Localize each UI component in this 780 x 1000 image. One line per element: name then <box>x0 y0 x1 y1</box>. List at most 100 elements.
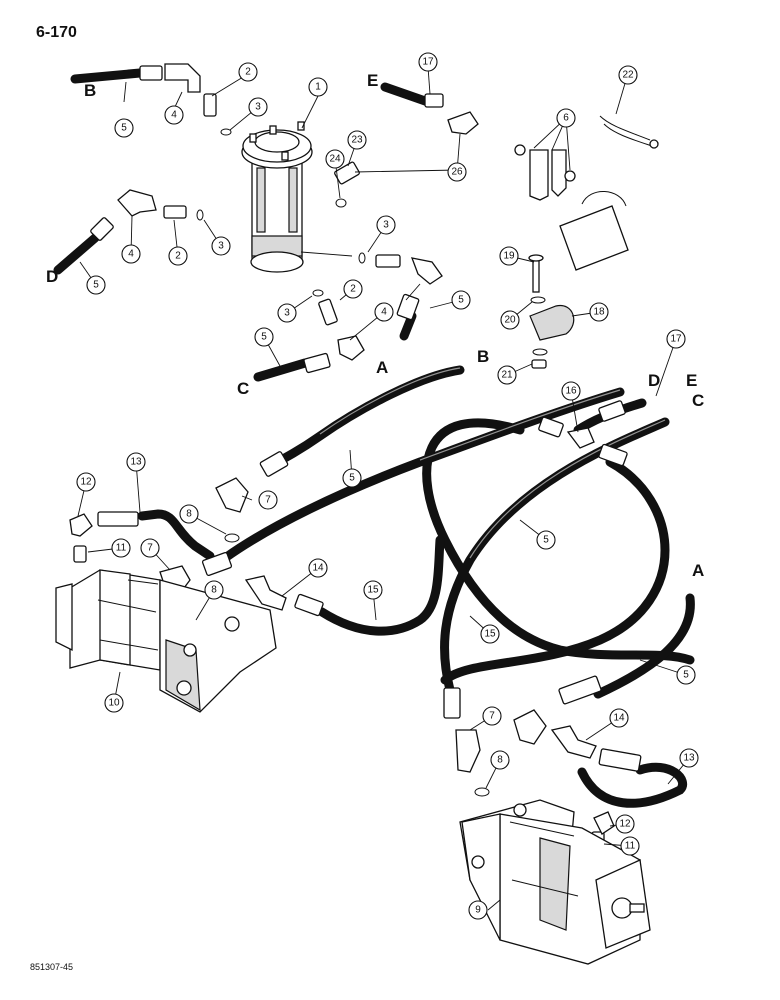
callout-1: 1 <box>308 77 328 97</box>
callout-8-bottom: 8 <box>490 750 510 770</box>
svg-text:2: 2 <box>175 251 181 262</box>
letter-b-right: B <box>477 347 489 366</box>
callout-2-left: 2 <box>168 246 188 266</box>
letter-e-top: E <box>367 71 378 90</box>
mounting-bracket <box>514 144 629 271</box>
fittings <box>69 63 642 853</box>
clamp <box>528 254 575 369</box>
callout-15-left: 15 <box>363 580 383 600</box>
svg-text:7: 7 <box>147 543 153 554</box>
callout-3-right: 3 <box>376 215 396 235</box>
svg-text:20: 20 <box>504 315 516 326</box>
callout-10: 10 <box>104 693 124 713</box>
leader-lines <box>77 66 690 911</box>
fitting-a-nut <box>558 675 602 705</box>
fitting-15-nut <box>294 593 324 617</box>
fitting-d-nut <box>90 217 114 241</box>
callout-17-right: 17 <box>666 329 686 349</box>
callout-5-loop: 5 <box>536 530 556 550</box>
elbow-7-bottom-left <box>455 729 481 773</box>
callout-5-a: 5 <box>676 665 696 685</box>
svg-text:4: 4 <box>128 249 134 260</box>
fitting-b-nut <box>139 65 163 81</box>
svg-text:3: 3 <box>383 220 389 231</box>
callout-4-bottom: 4 <box>374 302 394 322</box>
letter-c-right: C <box>692 391 704 410</box>
svg-text:26: 26 <box>451 167 463 178</box>
hose-e-top <box>380 82 433 107</box>
callout-14-left: 14 <box>308 558 328 578</box>
callout-12-bottom: 12 <box>615 814 635 834</box>
fitting-c-bottom-nut <box>443 687 461 719</box>
callout-12-left: 12 <box>76 472 96 492</box>
letter-a-top: A <box>376 358 388 377</box>
svg-text:13: 13 <box>130 457 142 468</box>
pump-left <box>55 569 277 713</box>
svg-text:11: 11 <box>625 841 636 852</box>
callout-5-right: 5 <box>451 290 471 310</box>
tee-16 <box>566 427 595 449</box>
fitting-main-b-nut <box>259 451 289 477</box>
callout-16: 16 <box>561 381 581 401</box>
svg-text:8: 8 <box>211 585 217 596</box>
letter-c-top: C <box>237 379 249 398</box>
page-number: 6-170 <box>36 24 77 41</box>
svg-text:6: 6 <box>563 113 569 124</box>
svg-text:23: 23 <box>351 135 363 146</box>
callout-2-top: 2 <box>238 62 258 82</box>
oring-24 <box>335 198 347 208</box>
callout-7-top: 7 <box>258 490 278 510</box>
callout-5-bottom: 5 <box>254 327 274 347</box>
oring-3-top <box>220 128 232 136</box>
adapter-2-bottom <box>318 298 338 326</box>
callout-26: 26 <box>447 162 467 182</box>
callout-13-bottom: 13 <box>679 748 699 768</box>
hose-main-b <box>265 365 465 471</box>
callout-5-left: 5 <box>86 275 106 295</box>
callout-7-left: 7 <box>140 538 160 558</box>
elbow-4-bottom <box>337 335 365 361</box>
elbow-4-left <box>117 189 157 217</box>
svg-text:2: 2 <box>245 67 251 78</box>
svg-text:16: 16 <box>565 386 577 397</box>
callout-8-top: 8 <box>179 504 199 524</box>
svg-text:5: 5 <box>458 295 464 306</box>
svg-text:15: 15 <box>484 629 496 640</box>
callout-19: 19 <box>499 246 519 266</box>
callout-2-bottom: 2 <box>343 279 363 299</box>
elbow-4-top <box>164 63 201 93</box>
hose-13-top <box>137 509 215 561</box>
svg-text:8: 8 <box>186 509 192 520</box>
callout-4-left: 4 <box>121 244 141 264</box>
fitting-d-end-nut <box>201 551 233 577</box>
fitting-d-right-nut <box>538 416 564 438</box>
tee-14-left <box>244 575 287 611</box>
callout-15-right: 15 <box>480 624 500 644</box>
svg-text:14: 14 <box>312 563 324 574</box>
hose-d-top <box>53 233 100 275</box>
svg-text:5: 5 <box>349 473 355 484</box>
oring-8-top <box>224 533 240 543</box>
svg-text:17: 17 <box>670 334 682 345</box>
callout-17-top: 17 <box>418 52 438 72</box>
svg-text:19: 19 <box>503 251 515 262</box>
svg-text:3: 3 <box>284 308 290 319</box>
svg-text:1: 1 <box>315 82 321 93</box>
hose-13-bottom <box>577 762 687 808</box>
svg-text:5: 5 <box>93 280 99 291</box>
elbow-12-bottom <box>593 811 615 835</box>
callout-23: 23 <box>347 130 367 150</box>
fitting-c-nut <box>303 352 331 374</box>
svg-text:5: 5 <box>543 535 549 546</box>
fitting-c-right-nut <box>598 443 628 467</box>
callout-11-left: 11 <box>111 538 131 558</box>
hoses <box>53 68 695 808</box>
svg-text:11: 11 <box>116 543 127 554</box>
svg-text:8: 8 <box>497 755 503 766</box>
callout-8-left: 8 <box>204 580 224 600</box>
oring-3-right <box>358 252 366 264</box>
svg-text:10: 10 <box>108 698 120 709</box>
svg-text:17: 17 <box>422 57 434 68</box>
elbow-12-left <box>69 513 93 537</box>
